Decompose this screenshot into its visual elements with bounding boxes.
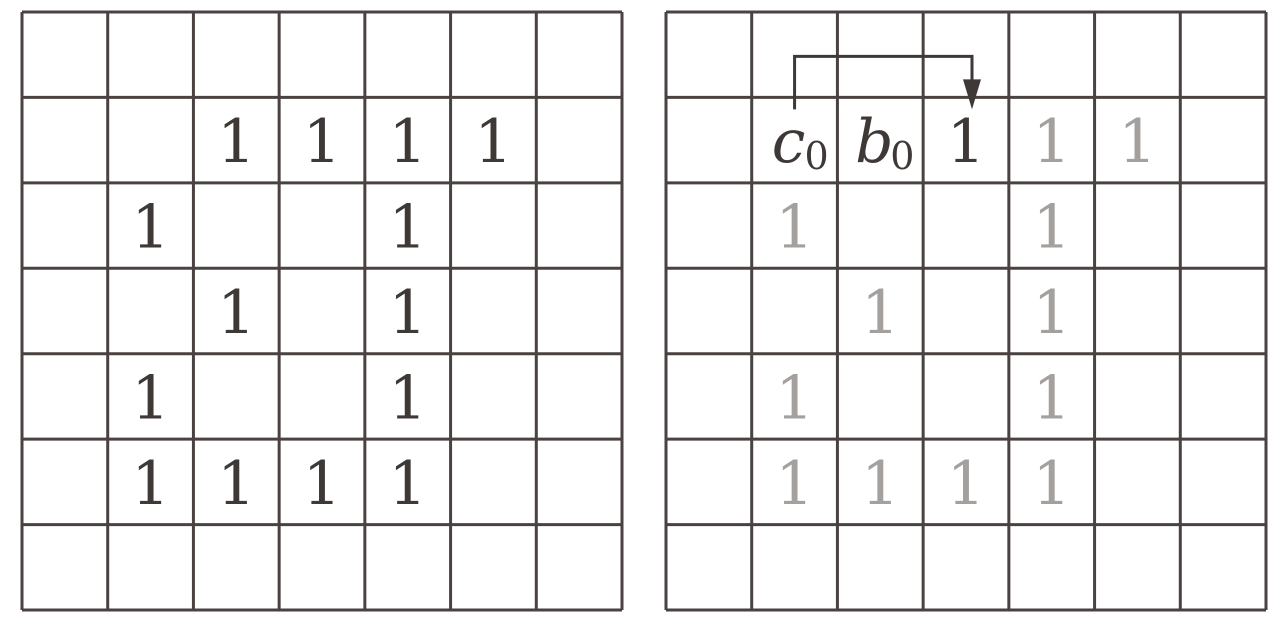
cell-value: 1 — [775, 449, 813, 519]
cell-value: 1 — [1033, 107, 1071, 177]
cell-subscript: 0 — [890, 134, 914, 178]
cell-value: 1 — [861, 449, 899, 519]
transfer-arrow — [793, 54, 974, 110]
cell-value: 1 — [389, 278, 427, 348]
cell-value: 1 — [474, 107, 512, 177]
cell-value: 1 — [1033, 449, 1071, 519]
cell-value: 1 — [303, 449, 341, 519]
cell-value: 1 — [1033, 363, 1071, 433]
cell-value: 1 — [1033, 278, 1071, 348]
cell-value: 1 — [131, 363, 169, 433]
cell-value: 1 — [131, 449, 169, 519]
cell-value: 1 — [217, 449, 255, 519]
cell-value: 1 — [217, 107, 255, 177]
cell-value: 1 — [131, 193, 169, 263]
arrow-head-icon — [963, 79, 981, 110]
cell-value: 1 — [1033, 193, 1071, 263]
cell-value: 1 — [775, 363, 813, 433]
cell-value: 1 — [389, 107, 427, 177]
cell-value: 1 — [947, 107, 985, 177]
cell-value: 1 — [861, 278, 899, 348]
cell-value: 1 — [1118, 107, 1156, 177]
cell-value: 1 — [389, 363, 427, 433]
cell-subscript: 0 — [804, 134, 828, 178]
cell-symbol: c — [772, 107, 806, 177]
cell-value: 1 — [303, 107, 341, 177]
cell-value: 1 — [389, 193, 427, 263]
cell-symbol: b — [855, 107, 893, 177]
cell-value: 1 — [217, 278, 255, 348]
cell-value: 1 — [775, 193, 813, 263]
cell-value: 1 — [389, 449, 427, 519]
cell-value: 1 — [947, 449, 985, 519]
